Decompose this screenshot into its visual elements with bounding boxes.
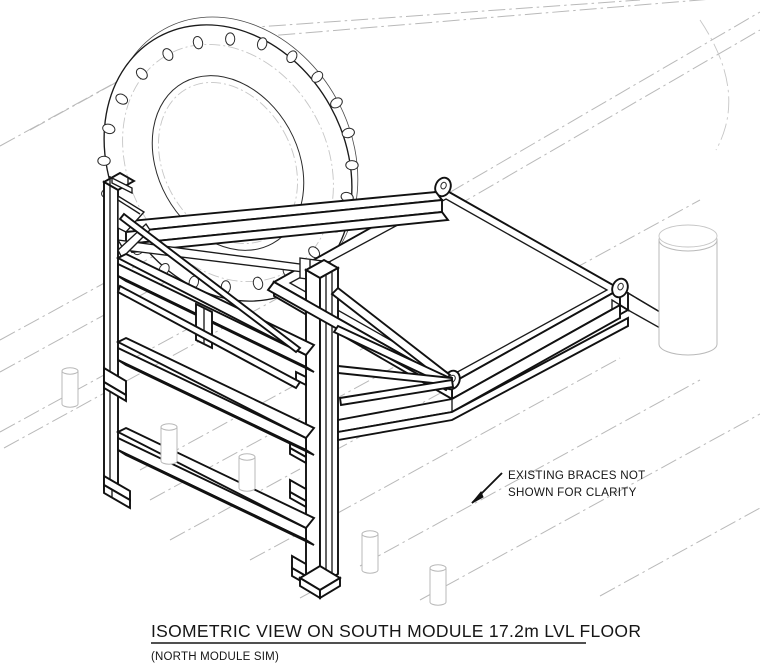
floor-pipe-stubs — [61, 367, 447, 606]
existing-braces-annotation: EXISTING BRACES NOT SHOWN FOR CLARITY — [471, 469, 645, 504]
pipe-stub — [61, 367, 79, 408]
left-column-cap-lip — [111, 176, 133, 195]
left-bay-diagonal-braces — [116, 212, 302, 390]
pipe-stub — [238, 453, 256, 492]
center-column-bracket-lower-flange — [289, 490, 307, 509]
cantilever-beam-bottom-flange — [337, 316, 629, 442]
right-bay-diagonal-braces — [266, 280, 629, 442]
pipe-stub — [429, 564, 447, 606]
annotation-line-1: EXISTING BRACES NOT — [508, 469, 645, 482]
upper-rail-bottom-flange — [117, 275, 315, 373]
mid-rail-bottom-flange — [117, 359, 315, 456]
flange-raised-face — [151, 75, 305, 251]
annotation-line-2: SHOWN FOR CLARITY — [508, 486, 637, 499]
center-column-stiffener-tab — [295, 370, 307, 387]
pipe-stub — [361, 530, 379, 574]
lower-rail-bottom-flange — [117, 449, 315, 546]
pipe-stub-body — [658, 239, 718, 356]
left-column-web — [103, 180, 119, 500]
pipe-stub — [160, 423, 178, 465]
brace-upper-diagonal — [118, 212, 302, 354]
pipe-stub-top-inner-rim — [658, 224, 718, 248]
mid-rail-top-flange — [115, 336, 316, 440]
lifting-lug — [611, 277, 629, 299]
left-column-base-flange — [103, 483, 131, 510]
annotation-leader-arrowhead — [471, 491, 484, 504]
center-column-base-plate-edge-right — [319, 576, 341, 600]
lifting-lug — [434, 176, 452, 198]
title-block: ISOMETRIC VIEW ON SOUTH MODULE 17.2m LVL… — [151, 621, 641, 663]
left-column-mid-bracket-flange — [103, 380, 127, 403]
drawing-subtitle: (NORTH MODULE SIM) — [151, 651, 279, 663]
existing-pipe-stub-right — [658, 224, 718, 356]
drawing-title: ISOMETRIC VIEW ON SOUTH MODULE 17.2m LVL… — [151, 621, 641, 641]
center-column-bracket-upper-flange — [289, 446, 307, 465]
right-brace-lower-diagonal — [338, 378, 455, 407]
brace-mid-diagonal — [116, 284, 302, 390]
